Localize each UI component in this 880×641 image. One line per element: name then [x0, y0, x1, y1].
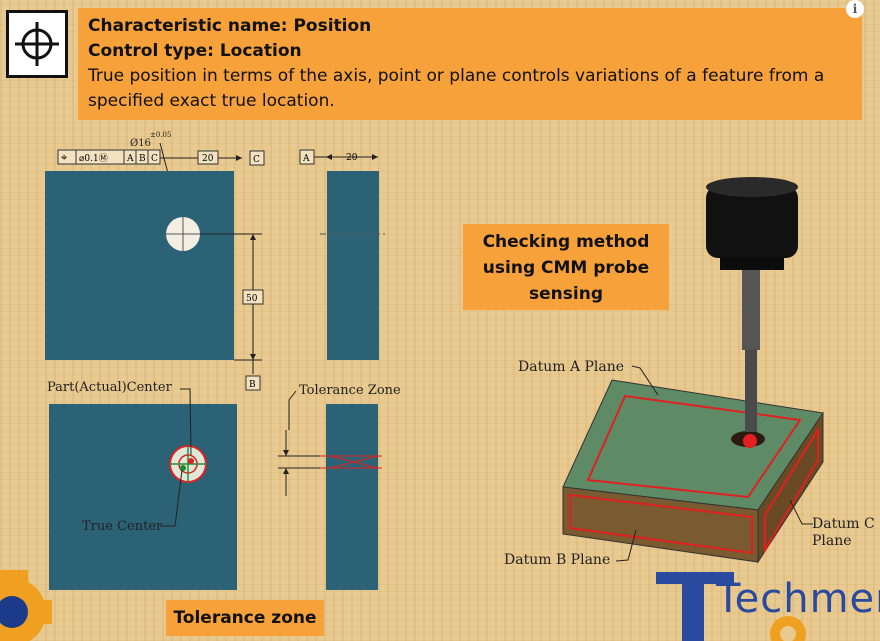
tolerance-side-view — [326, 404, 378, 590]
fcf-symbol: ⌖ — [61, 151, 67, 164]
fcf-tolerance: ⌀0.1Ⓜ — [79, 153, 108, 164]
checking-method-line-1: Checking method — [482, 232, 650, 252]
feature-control-frame: ⌖ ⌀0.1Ⓜ A B C — [57, 149, 161, 165]
position-symbol-box — [6, 10, 68, 78]
fcf-datum-b: B — [139, 154, 146, 164]
control-type: Control type: Location — [88, 41, 302, 61]
fcf-datum-c: C — [151, 154, 158, 164]
datum-a-plane-label: Datum A Plane — [518, 359, 625, 375]
datum-b-tag: B — [249, 380, 256, 390]
techmen-logo: Techmen — [656, 568, 880, 641]
fcf-datum-a: A — [126, 154, 134, 164]
cmm-probe — [706, 177, 798, 448]
part-center-label: Part(Actual)Center — [47, 380, 172, 395]
dim-20-top: 20 — [202, 154, 214, 164]
tolerance-zone-box: Tolerance zone — [166, 600, 324, 636]
position-icon — [15, 22, 59, 66]
characteristic-name: Characteristic name: Position — [88, 16, 372, 36]
plate-side-view — [327, 171, 379, 360]
hole-dimension: Ø16 — [130, 138, 151, 149]
dim-20-side: 20 — [346, 153, 358, 163]
description-line-1: True position in terms of the axis, poin… — [88, 66, 825, 86]
info-icon[interactable]: i — [846, 0, 864, 18]
datum-c-plane-label-1: Datum C — [812, 516, 875, 532]
dim-50: 50 — [246, 294, 258, 304]
checking-method-box: Checking method using CMM probe sensing — [463, 224, 669, 310]
checking-method-line-2: using CMM probe — [482, 258, 650, 278]
datum-c-tag: C — [253, 155, 260, 165]
datum-c-plane-label-2: Plane — [812, 533, 852, 549]
datum-b-plane-label: Datum B Plane — [504, 552, 611, 568]
hole-tolerance: ±0.05 — [150, 131, 171, 139]
true-center-label: True Center — [82, 519, 163, 534]
tolerance-zone-label: Tolerance Zone — [299, 383, 401, 398]
datum-a-tag: A — [302, 154, 310, 164]
plate-front-view — [45, 171, 234, 360]
techmen-wordmark: Techmen — [716, 576, 880, 622]
checking-method-line-3: sensing — [529, 284, 603, 304]
cmm-block — [562, 379, 824, 564]
characteristic-banner: Characteristic name: Position Control ty… — [78, 8, 862, 120]
plate-tolerance-view — [49, 404, 237, 590]
description-line-2: specified exact true location. — [88, 91, 335, 111]
